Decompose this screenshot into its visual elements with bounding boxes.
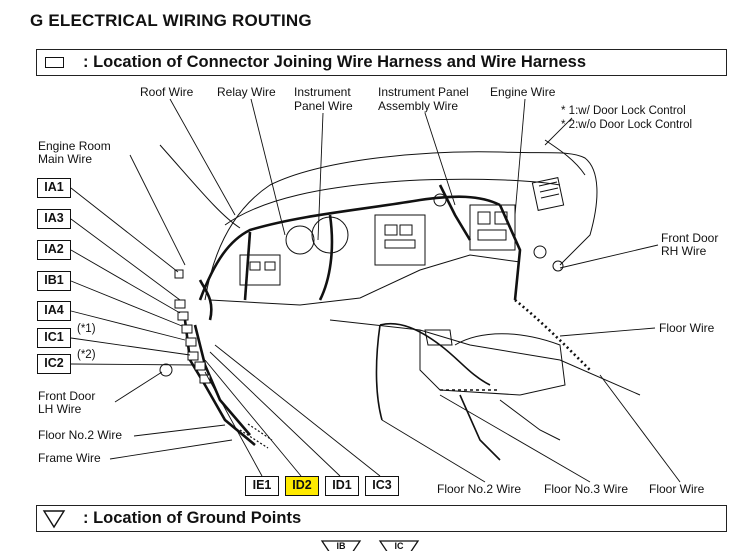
note-no-door-lock-control: * 2:w/o Door Lock Control (561, 119, 693, 131)
ground-tab-ic: IC (378, 540, 420, 551)
connector-ia2: IA2 (37, 240, 71, 260)
connector-ib1: IB1 (37, 271, 71, 291)
ground-location-title: : Location of Ground Points (83, 509, 302, 527)
floor-wire-bottom-label: Floor Wire (649, 482, 705, 496)
engine-room-main-wire-label-line1: Engine Room (38, 139, 111, 153)
ground-location-header: : Location of Ground Points (36, 505, 727, 532)
engine-wire-label: Engine Wire (490, 85, 556, 99)
ground-tab-ic-label: IC (394, 541, 404, 551)
relay-wire-label: Relay Wire (217, 85, 276, 99)
connector-id2-highlighted: ID2 (285, 476, 319, 496)
roof-wire-label: Roof Wire (140, 85, 194, 99)
ip-assembly-wire-label-line1: Instrument Panel (378, 85, 469, 99)
front-door-rh-wire-label-line2: RH Wire (661, 244, 707, 258)
connector-ic1: IC1 (37, 328, 71, 348)
connector-location-title: : Location of Connector Joining Wire Har… (83, 53, 587, 71)
ground-tab-ib-shape (320, 540, 362, 551)
instrument-panel-wire-label-line1: Instrument (294, 85, 351, 99)
floor-no2-wire-left-label: Floor No.2 Wire (38, 428, 123, 442)
engine-room-main-wire-label-line2: Main Wire (38, 152, 93, 166)
frame-wire-label: Frame Wire (38, 451, 101, 465)
page-title: G ELECTRICAL WIRING ROUTING (30, 11, 312, 30)
front-door-lh-wire-label-line1: Front Door (38, 389, 96, 403)
note-door-lock-control: * 1:w/ Door Lock Control (561, 105, 686, 117)
connector-ia3: IA3 (37, 209, 71, 229)
triangle-symbol-icon (42, 510, 66, 529)
connector-ia4: IA4 (37, 301, 71, 321)
ground-tab-ic-shape (378, 540, 420, 551)
front-door-rh-wire-label-line1: Front Door (661, 231, 719, 245)
connector-ia1: IA1 (37, 178, 71, 198)
instrument-panel-wire-label-line2: Panel Wire (294, 99, 353, 113)
rectangle-symbol-icon (45, 57, 64, 68)
ic2-note-mark: (*2) (77, 349, 96, 361)
ground-tab-ib: IB (320, 540, 362, 551)
front-door-lh-wire-label-line2: LH Wire (38, 402, 82, 416)
floor-no3-wire-bottom-label: Floor No.3 Wire (544, 482, 629, 496)
ground-tab-ib-label: IB (336, 541, 346, 551)
floor-no2-wire-bottom-label: Floor No.2 Wire (437, 482, 522, 496)
floor-wire-right-label: Floor Wire (659, 321, 715, 335)
ip-assembly-wire-label-line2: Assembly Wire (378, 99, 459, 113)
connector-ic2: IC2 (37, 354, 71, 374)
connector-id1: ID1 (325, 476, 359, 496)
connector-location-header: : Location of Connector Joining Wire Har… (36, 49, 727, 76)
connector-ic3: IC3 (365, 476, 399, 496)
ic1-note-mark: (*1) (77, 323, 96, 335)
connector-ie1: IE1 (245, 476, 279, 496)
